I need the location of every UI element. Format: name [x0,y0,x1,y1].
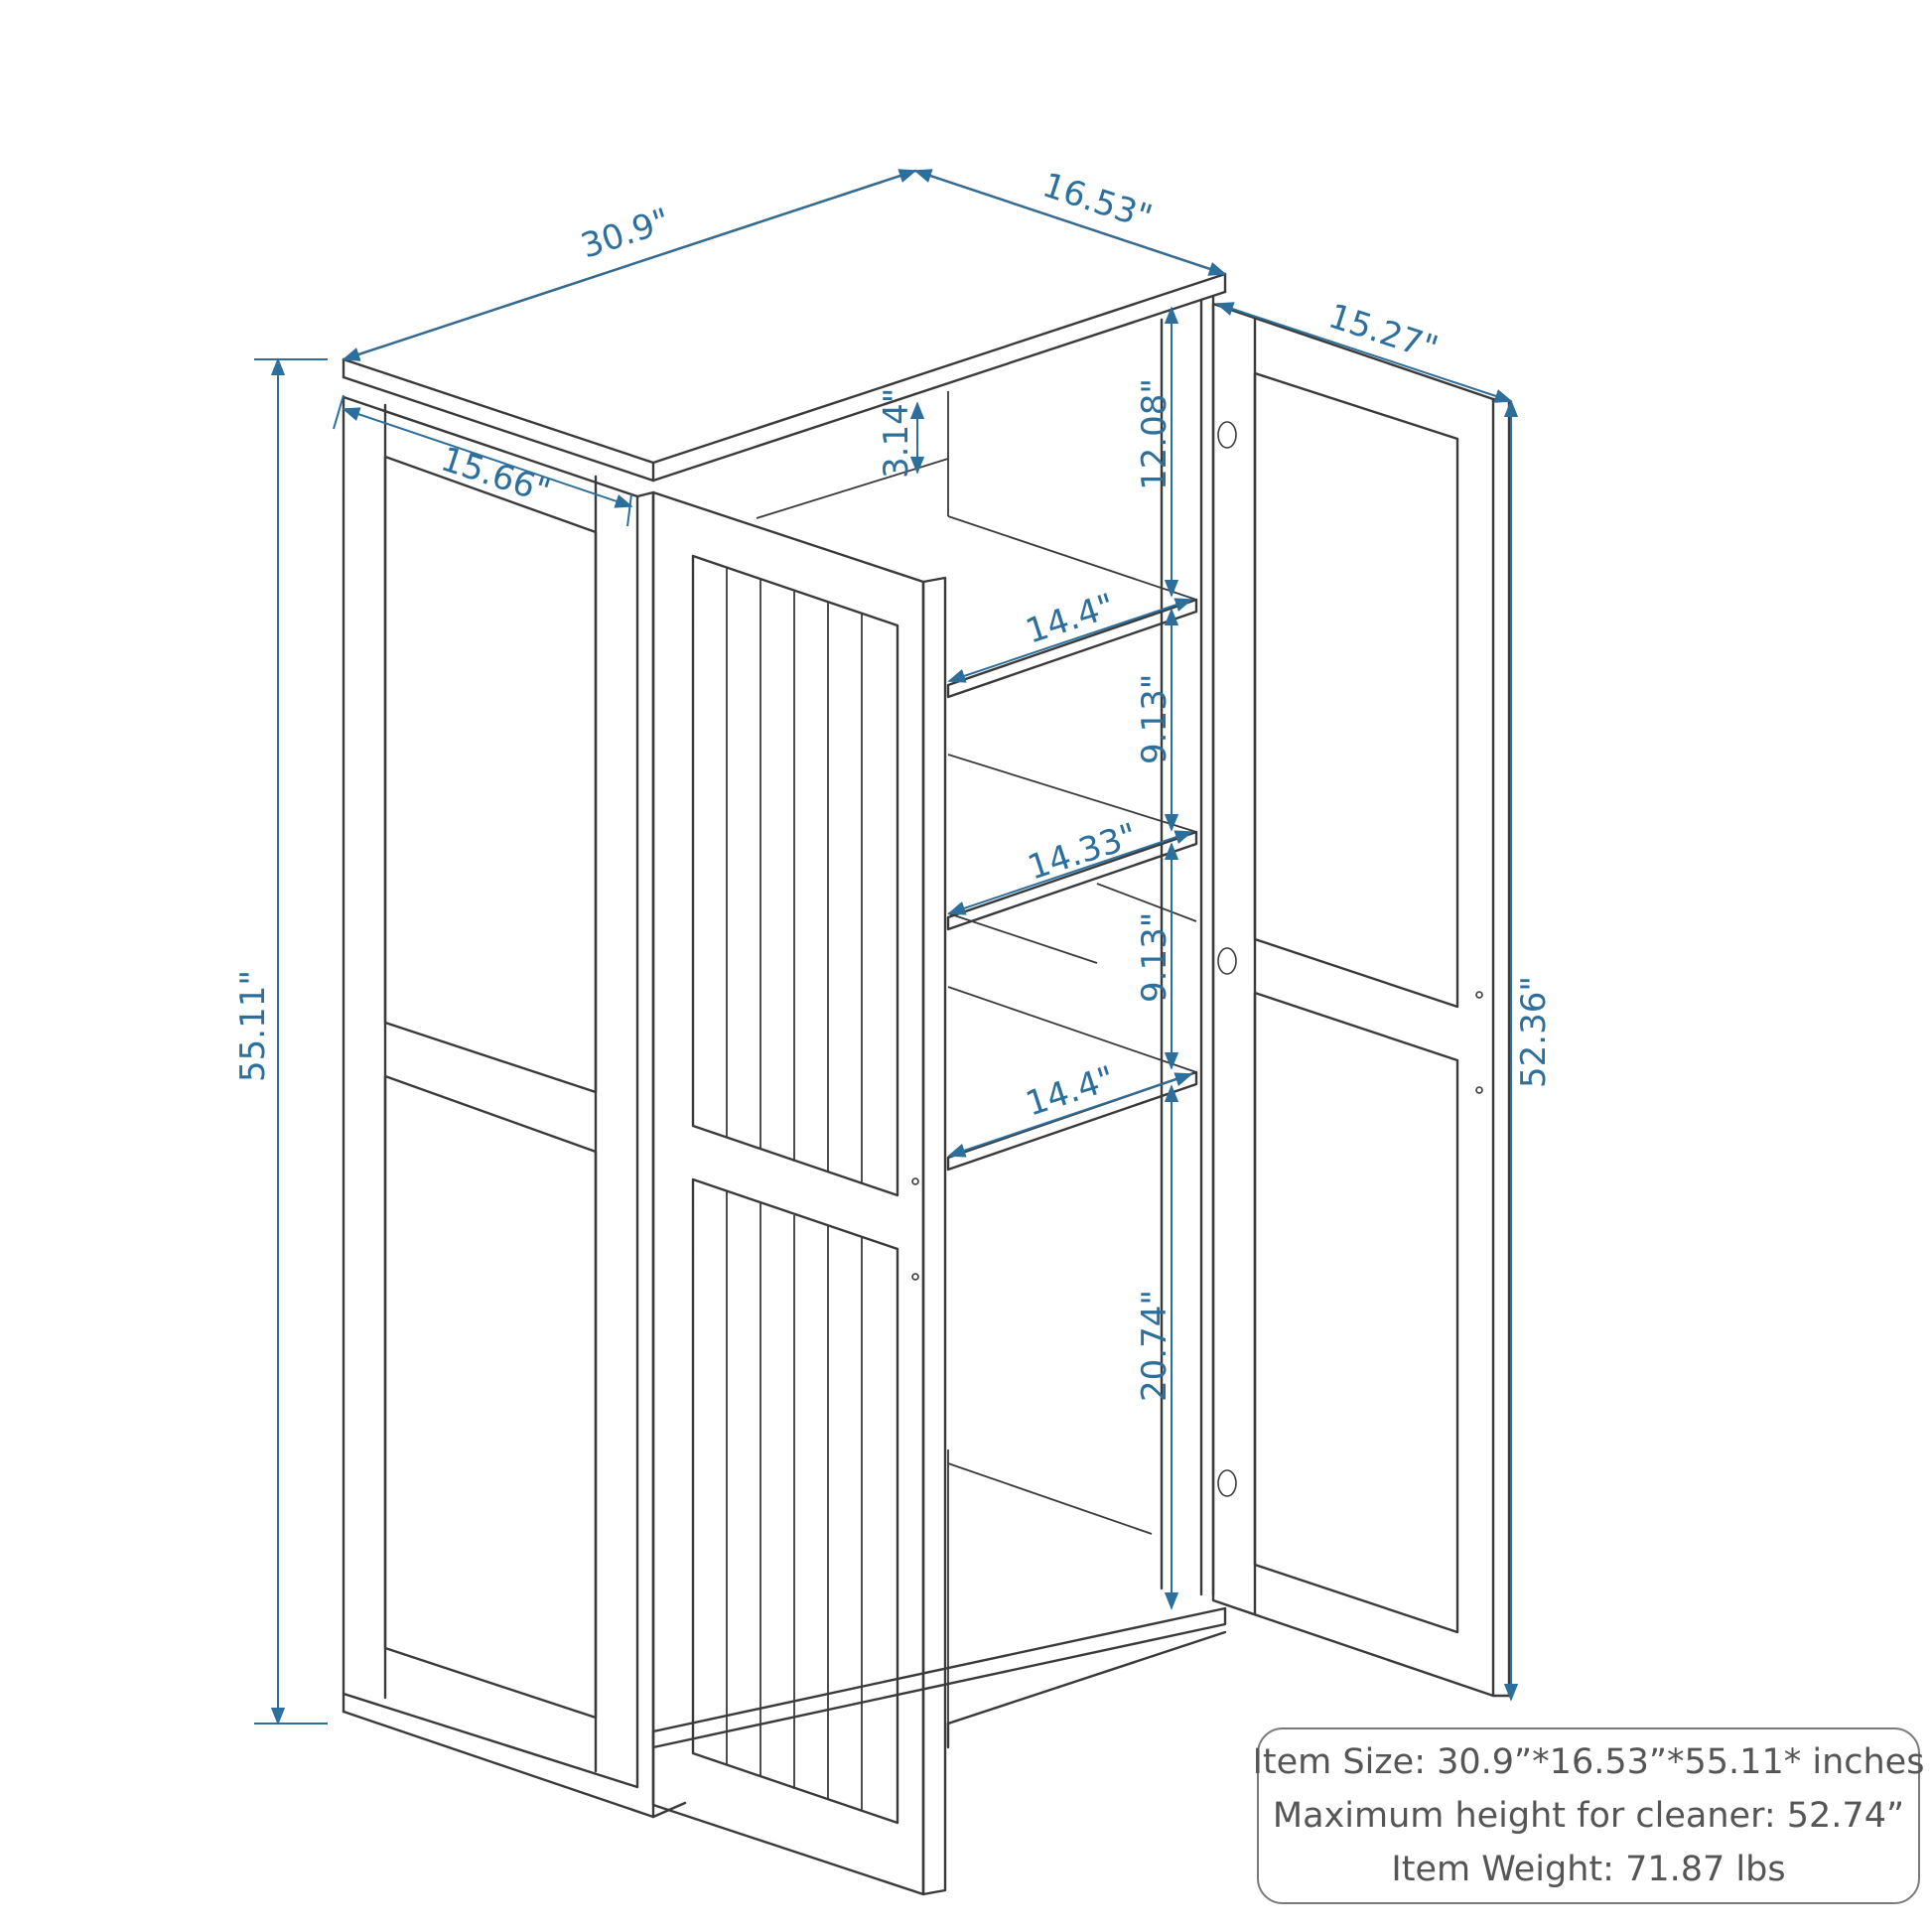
shelf-space-1-label: 9.13" [1135,674,1174,764]
top-gap-label: 3.14" [877,388,916,479]
item-weight-text: Item Weight: 71.87 lbs [1391,1850,1786,1889]
shelf-2-width-label: 14.33" [1023,816,1142,889]
top-shelf-space-label: 12.08" [1135,378,1174,490]
dimension-labels: 30.9" 16.53" 55.11" 15.66" 15.27" 52.36"… [233,166,1554,1402]
right-door [1211,302,1511,1698]
height-label: 55.11" [233,970,273,1082]
item-size-text: Item Size: 30.9”*16.53”*55.11* inches [1252,1742,1925,1782]
shelf-space-2-label: 9.13" [1135,912,1174,1003]
depth-label: 16.53" [1037,166,1157,238]
bottom-space-label: 20.74" [1135,1290,1174,1402]
max-height-text: Maximum height for cleaner: 52.74” [1272,1796,1905,1836]
width-label: 30.9" [576,201,674,266]
left-door [342,395,687,1819]
door-height-label: 52.36" [1514,976,1554,1088]
cabinet-body [342,169,1227,1749]
dimension-lines [254,169,1519,1725]
middle-door [651,490,947,1896]
item-info-box: Item Size: 30.9”*16.53”*55.11* inches Ma… [1253,1727,1924,1904]
left-door-width-label: 15.66" [436,440,555,512]
